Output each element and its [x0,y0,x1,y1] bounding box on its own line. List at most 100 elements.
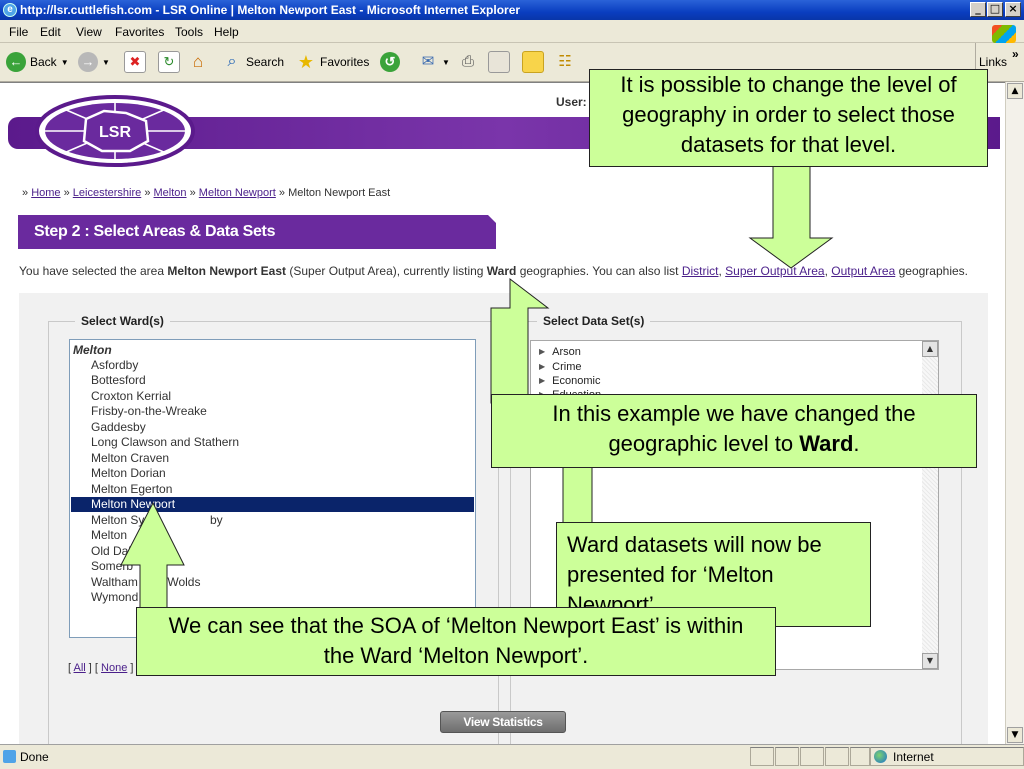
status-segment [850,747,870,766]
dataset-fieldset: Select Data Set(s) [510,314,962,745]
selection-summary: You have selected the area Melton Newpor… [19,264,969,278]
dropdown-icon: ▼ [102,57,110,67]
history-icon: ↺ [380,52,400,72]
chevron-right-icon: » [1012,47,1019,61]
list-item[interactable]: Melton [91,528,128,542]
scroll-up-icon[interactable]: ▲ [922,341,938,357]
links-toolbar[interactable]: Links » [975,43,1024,81]
refresh-button[interactable]: ↻ [158,51,180,73]
links-label: Links [979,55,1008,69]
callout-ward-level: In this example we have changed the geog… [491,394,977,468]
ward-listbox[interactable]: Melton Asfordby Bottesford Croxton Kerri… [69,339,476,638]
favorites-button[interactable]: ★ Favorites [297,52,370,72]
mail-icon: ✉ [421,53,435,70]
globe-icon [874,750,887,763]
scroll-up-icon[interactable]: ▲ [1007,83,1023,99]
forward-button[interactable]: → ▼ [78,52,110,72]
dataset-legend: Select Data Set(s) [537,314,651,328]
status-segment [775,747,799,766]
link-super-output-area[interactable]: Super Output Area [725,264,825,278]
forward-arrow-icon: → [78,52,98,72]
scroll-down-icon[interactable]: ▼ [1007,727,1023,743]
stop-icon: ✖ [124,51,146,73]
step-title: Step 2 : Select Areas & Data Sets [34,223,276,240]
dropdown-icon: ▼ [60,57,69,67]
callout-soa-within-ward: We can see that the SOA of ‘Melton Newpo… [136,607,776,676]
history-button[interactable]: ↺ [380,52,400,72]
list-item[interactable]: Old Dalt [91,544,135,558]
view-statistics-button[interactable]: View Statistics [440,711,566,733]
print-icon: ⎙ [461,53,474,70]
menu-tools[interactable]: Tools [175,25,204,39]
print-button[interactable]: ⎙ [458,52,478,72]
list-item-selected[interactable]: Melton Newport [91,497,176,511]
status-bar: Done Internet [0,744,1024,769]
minimize-button[interactable]: _ [970,2,986,17]
stop-button[interactable]: ✖ [124,51,146,73]
breadcrumb-home[interactable]: Home [31,187,61,199]
status-segment [750,747,774,766]
list-item[interactable]: Asfordby [91,358,139,372]
star-icon: ★ [297,52,315,72]
list-item[interactable]: Gaddesby [91,420,146,434]
selected-area: Melton Newport East [167,264,287,278]
list-item[interactable]: Long Clawson and Stathern [91,435,240,449]
research-button[interactable]: ☷ [555,52,575,72]
list-item[interactable]: Somerb [91,559,134,573]
home-icon: ⌂ [192,52,204,71]
list-item[interactable]: Melton Sy [91,513,145,527]
dataset-scrollbar[interactable]: ▲ ▼ [922,341,938,669]
list-item[interactable]: Melton Dorian [91,466,166,480]
discuss-button[interactable] [522,51,544,73]
scroll-down-icon[interactable]: ▼ [922,653,938,669]
discuss-icon [522,51,544,73]
close-button[interactable]: × [1005,2,1021,17]
status-text: Done [20,750,49,764]
breadcrumb-current: Melton Newport East [288,187,391,199]
list-item[interactable]: Croxton Kerrial [91,389,172,403]
callout-ward-word: Ward [799,431,854,456]
page-scrollbar[interactable]: ▲ ▼ [1005,82,1024,744]
dataset-item-economic[interactable]: Economic [539,375,600,387]
mail-button[interactable]: ✉ ▼ [418,52,450,72]
window-title: http://lsr.cuttlefish.com - LSR Online |… [20,3,521,17]
link-district[interactable]: District [681,264,719,278]
breadcrumb-leicestershire[interactable]: Leicestershire [72,187,142,199]
breadcrumb-melton[interactable]: Melton [153,187,187,199]
ward-fieldset: Select Ward(s) [48,314,499,745]
select-none-link[interactable]: None [101,662,128,674]
link-output-area[interactable]: Output Area [831,264,896,278]
list-item[interactable]: Melton Egerton [91,482,173,496]
home-button[interactable]: ⌂ [188,52,208,72]
list-item[interactable]: Melton Craven [91,451,170,465]
list-item[interactable]: Frisby-on-the-Wreake [91,404,207,418]
menu-help[interactable]: Help [214,25,239,39]
list-item[interactable]: Waltham [91,575,138,589]
menu-favorites[interactable]: Favorites [115,25,165,39]
menu-edit[interactable]: Edit [40,25,61,39]
menu-file[interactable]: File [9,25,29,39]
search-button[interactable]: ⌕ Search [222,52,285,72]
list-item[interactable]: he-Wolds [150,575,201,589]
internet-zone: Internet [874,750,934,764]
list-item[interactable]: Bottesford [91,373,146,387]
dataset-item-crime[interactable]: Crime [539,361,581,373]
ie-icon: e [3,3,17,17]
back-button[interactable]: ← Back ▼ [6,52,69,72]
menu-view[interactable]: View [76,25,102,39]
list-item[interactable]: by [210,513,223,527]
edit-button[interactable] [488,51,510,73]
select-all-link[interactable]: All [73,662,86,674]
toolbar: ← Back ▼ → ▼ ✖ ↻ ⌂ ⌕ Search ★ Favorites … [0,43,1024,82]
dataset-item-arson[interactable]: Arson [539,346,581,358]
status-segment [825,747,849,766]
maximize-button[interactable]: □ [987,2,1003,17]
select-all-none: [ All ] [ None ] [68,662,134,674]
breadcrumb-melton-newport[interactable]: Melton Newport [198,187,276,199]
ward-group-label: Melton [73,343,112,357]
list-item[interactable]: Wymond [91,590,139,604]
dropdown-icon: ▼ [442,57,450,67]
ward-legend: Select Ward(s) [75,314,170,328]
windows-logo-icon [992,25,1016,43]
page-icon [3,750,16,763]
